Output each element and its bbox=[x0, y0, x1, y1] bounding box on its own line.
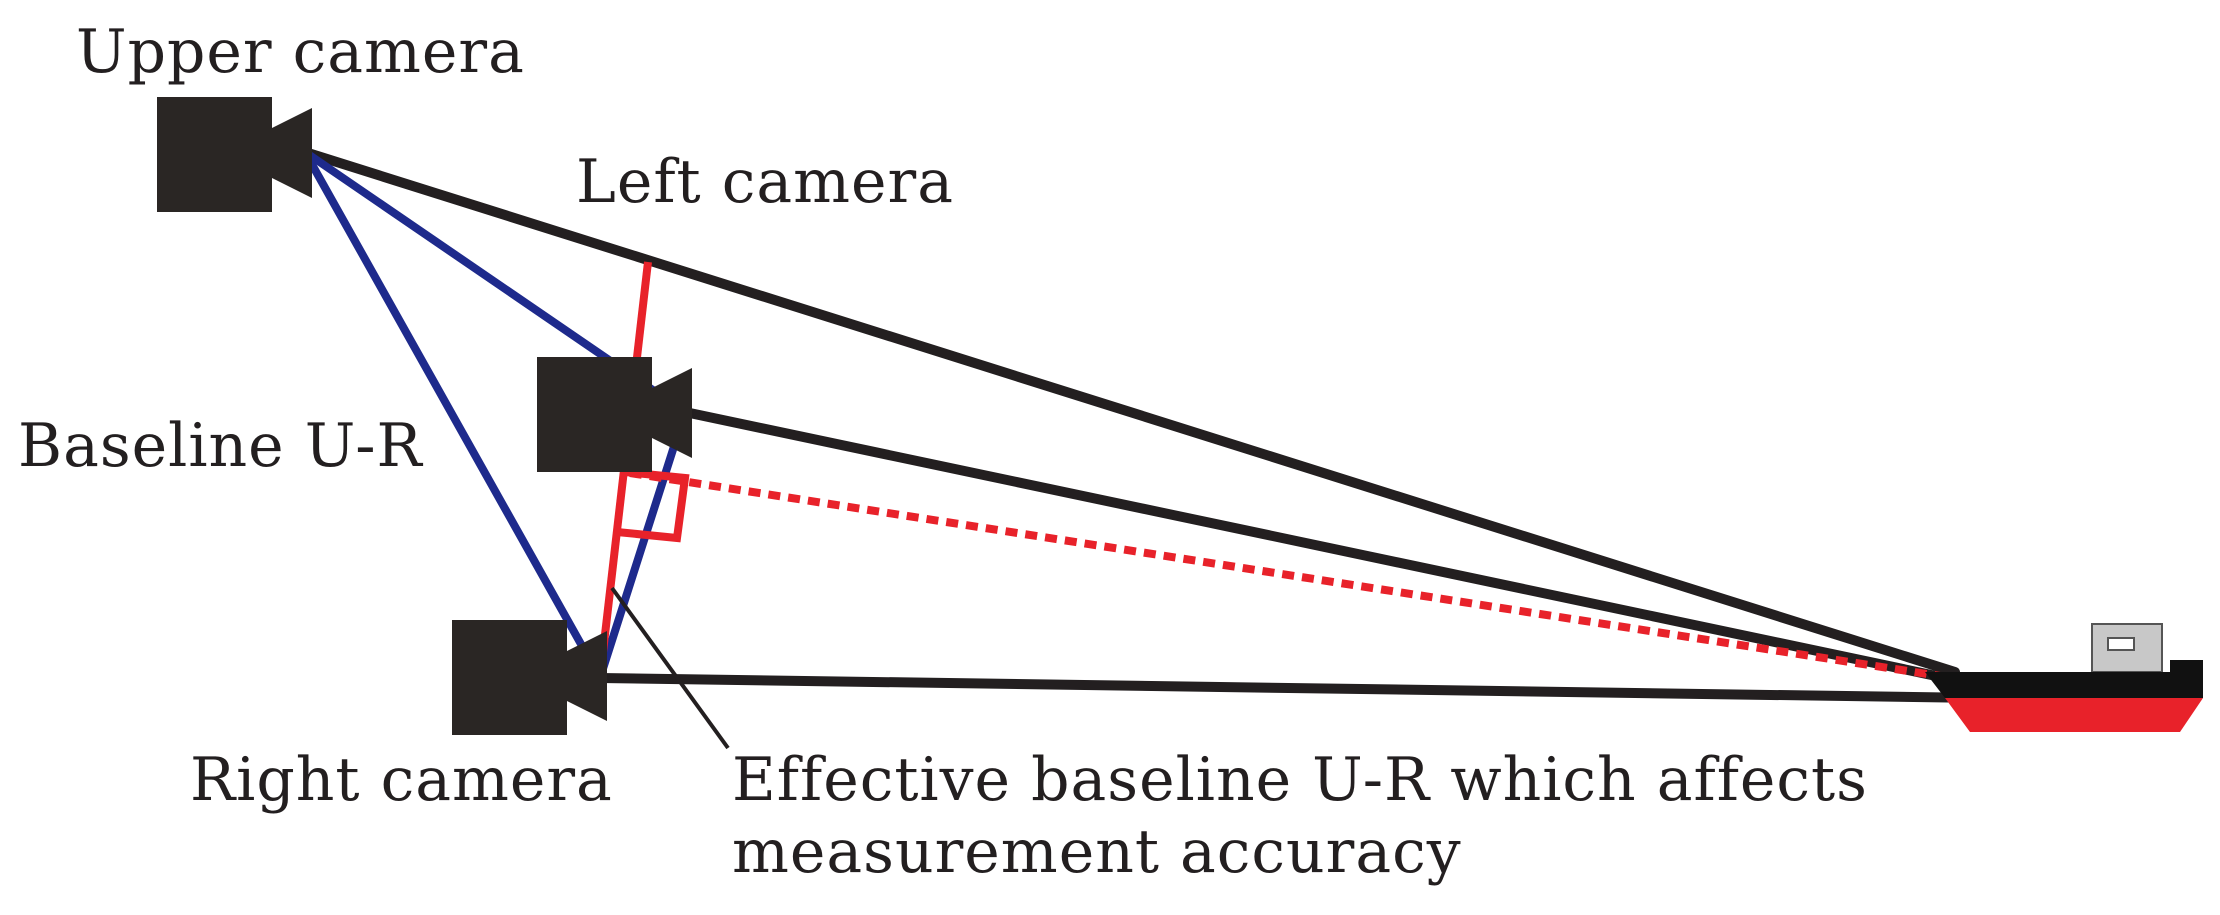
effective-projection-dotted bbox=[629, 469, 2096, 704]
upper-camera-sight-line bbox=[300, 147, 1960, 677]
right-camera-sight-line bbox=[595, 673, 2125, 705]
sight-lines bbox=[300, 147, 2125, 705]
baseline-left-to-right bbox=[596, 408, 689, 682]
left-camera-sight-line bbox=[680, 407, 1960, 685]
left-camera-label: Left camera bbox=[576, 147, 954, 217]
upper-camera-icon bbox=[157, 97, 312, 212]
baseline-upper-to-right bbox=[301, 148, 604, 682]
upper-camera-label: Upper camera bbox=[76, 17, 525, 87]
ship-hull-bottom bbox=[1945, 698, 2203, 732]
ship-window bbox=[2107, 637, 2135, 651]
baseline-label: Baseline U-R bbox=[18, 411, 423, 481]
right-camera-icon bbox=[452, 620, 607, 735]
left-camera-icon bbox=[537, 357, 692, 472]
effective-baseline-label-line1: Effective baseline U-R which affects bbox=[732, 745, 1868, 815]
effective-baseline-label: Effective baseline U-R which affects mea… bbox=[732, 744, 1868, 888]
ship-hull-top bbox=[1925, 672, 2203, 698]
ship-bow bbox=[2170, 660, 2203, 674]
callout-pointer bbox=[610, 586, 730, 750]
right-camera-label: Right camera bbox=[190, 745, 613, 815]
effective-baseline-label-line2: measurement accuracy bbox=[732, 817, 1462, 887]
ship-icon bbox=[1925, 623, 2203, 732]
